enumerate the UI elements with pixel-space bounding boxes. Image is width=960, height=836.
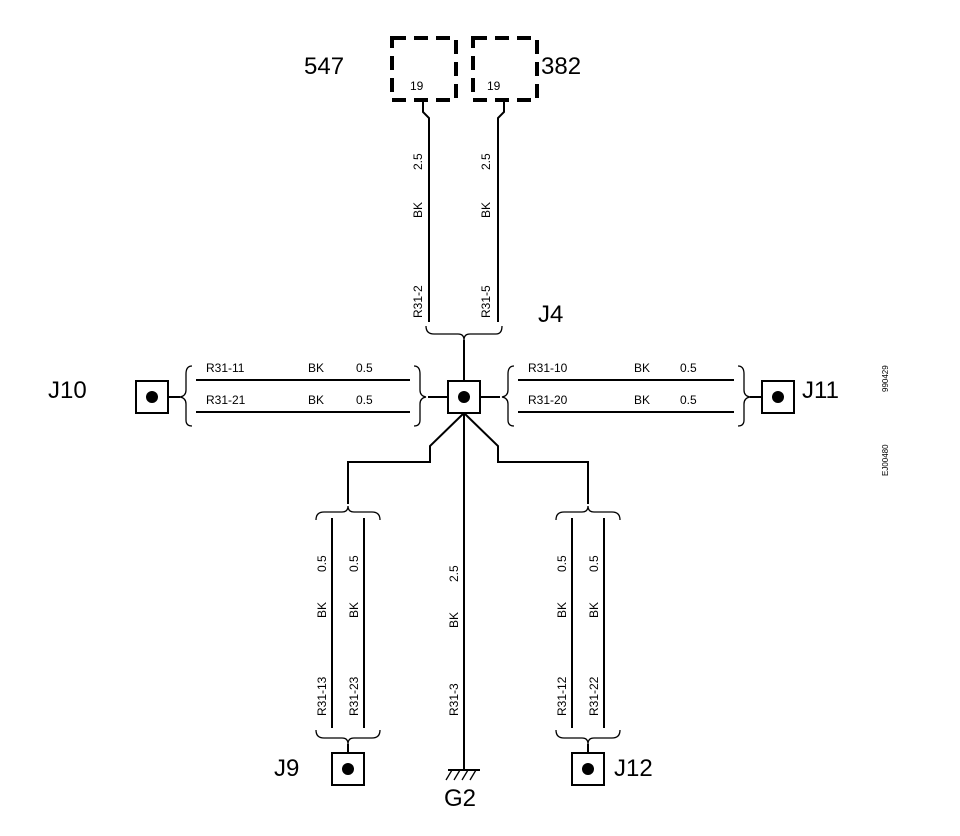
wire-id: R31-23 bbox=[347, 676, 361, 716]
component-382-pin: 19 bbox=[487, 79, 501, 93]
junction-j12-label: J12 bbox=[614, 755, 653, 782]
component-382-outline bbox=[471, 36, 539, 102]
left-brace-outer bbox=[179, 365, 193, 427]
wire-r31-21-labels: R31-21 BK 0.5 bbox=[206, 393, 373, 407]
wire-r31-5-labels: 2.5 BK R31-5 bbox=[479, 153, 493, 318]
wire-r31-3-labels: 2.5 BK R31-3 bbox=[447, 565, 461, 716]
wire-r31-23-labels: 0.5 BK R31-23 bbox=[347, 555, 361, 716]
junction-j9-label: J9 bbox=[274, 755, 299, 782]
j9-top-brace bbox=[315, 505, 381, 521]
wire-r31-5 bbox=[497, 100, 505, 322]
component-547: 19 547 bbox=[304, 36, 458, 102]
junction-j9-dot bbox=[342, 763, 354, 775]
junction-j12 bbox=[571, 752, 605, 786]
wire-color: BK bbox=[315, 602, 329, 618]
wire-size: 0.5 bbox=[555, 555, 569, 572]
side-code-top: 990429 bbox=[881, 365, 890, 392]
component-382: 19 382 bbox=[471, 36, 581, 102]
junction-j11 bbox=[761, 380, 795, 414]
component-547-outline bbox=[390, 36, 458, 102]
ground-g2-label: G2 bbox=[444, 785, 476, 812]
branch-to-j9 bbox=[347, 412, 465, 504]
junction-j11-dot bbox=[772, 391, 784, 403]
wire-color: BK bbox=[411, 202, 425, 218]
wire-r31-2 bbox=[422, 100, 430, 322]
wire-id: R31-21 bbox=[206, 393, 246, 407]
component-382-label: 382 bbox=[541, 53, 581, 80]
wire-color: BK bbox=[447, 612, 461, 628]
wire-r31-12-labels: 0.5 BK R31-12 bbox=[555, 555, 569, 716]
wire-color: BK bbox=[308, 361, 324, 375]
right-brace-inner bbox=[501, 365, 515, 427]
wire-id: R31-5 bbox=[479, 285, 493, 318]
side-code-bottom: EJ00480 bbox=[881, 444, 890, 476]
wire-r31-20-labels: R31-20 BK 0.5 bbox=[528, 393, 697, 407]
ground-symbol-icon bbox=[445, 769, 480, 781]
wire-r31-22-labels: 0.5 BK R31-22 bbox=[587, 555, 601, 716]
wire-color: BK bbox=[634, 393, 650, 407]
wire-size: 0.5 bbox=[680, 361, 697, 375]
junction-j10-dot bbox=[146, 391, 158, 403]
wire-color: BK bbox=[587, 602, 601, 618]
junction-j11-label: J11 bbox=[802, 377, 839, 404]
top-brace bbox=[425, 325, 503, 341]
wire-r31-2-labels: 2.5 BK R31-2 bbox=[411, 153, 425, 318]
wire-size: 0.5 bbox=[356, 393, 373, 407]
wire-id: R31-12 bbox=[555, 676, 569, 716]
wire-size: 0.5 bbox=[347, 555, 361, 572]
wire-size: 0.5 bbox=[680, 393, 697, 407]
wire-id: R31-20 bbox=[528, 393, 568, 407]
wire-size: 0.5 bbox=[356, 361, 373, 375]
junction-j12-dot bbox=[582, 763, 594, 775]
wire-r31-11-labels: R31-11 BK 0.5 bbox=[206, 361, 373, 375]
right-brace-outer bbox=[737, 365, 751, 427]
wire-color: BK bbox=[308, 393, 324, 407]
component-547-pin: 19 bbox=[410, 79, 424, 93]
wire-id: R31-11 bbox=[206, 361, 245, 375]
j12-bottom-brace bbox=[555, 729, 621, 745]
wire-size: 0.5 bbox=[587, 555, 601, 572]
wire-color: BK bbox=[634, 361, 650, 375]
wire-color: BK bbox=[347, 602, 361, 618]
wire-color: BK bbox=[555, 602, 569, 618]
wire-size: 2.5 bbox=[411, 153, 425, 170]
branch-to-j12 bbox=[463, 412, 589, 504]
wire-r31-13-labels: 0.5 BK R31-13 bbox=[315, 555, 329, 716]
wire-id: R31-10 bbox=[528, 361, 568, 375]
wire-id: R31-13 bbox=[315, 676, 329, 716]
j9-bottom-brace bbox=[315, 729, 381, 745]
component-547-label: 547 bbox=[304, 53, 344, 80]
junction-j10-label: J10 bbox=[48, 377, 87, 404]
junction-j4 bbox=[447, 380, 481, 414]
wire-id: R31-3 bbox=[447, 683, 461, 716]
wire-color: BK bbox=[479, 202, 493, 218]
left-brace-inner bbox=[413, 365, 427, 427]
wire-size: 0.5 bbox=[315, 555, 329, 572]
junction-j4-label: J4 bbox=[538, 301, 563, 328]
wire-size: 2.5 bbox=[479, 153, 493, 170]
wire-id: R31-2 bbox=[411, 285, 425, 318]
junction-j10 bbox=[135, 380, 169, 414]
wire-size: 2.5 bbox=[447, 565, 461, 582]
j12-top-brace bbox=[555, 505, 621, 521]
wire-id: R31-22 bbox=[587, 676, 601, 716]
junction-j4-dot bbox=[458, 391, 470, 403]
wire-r31-10-labels: R31-10 BK 0.5 bbox=[528, 361, 697, 375]
junction-j9 bbox=[331, 752, 365, 786]
